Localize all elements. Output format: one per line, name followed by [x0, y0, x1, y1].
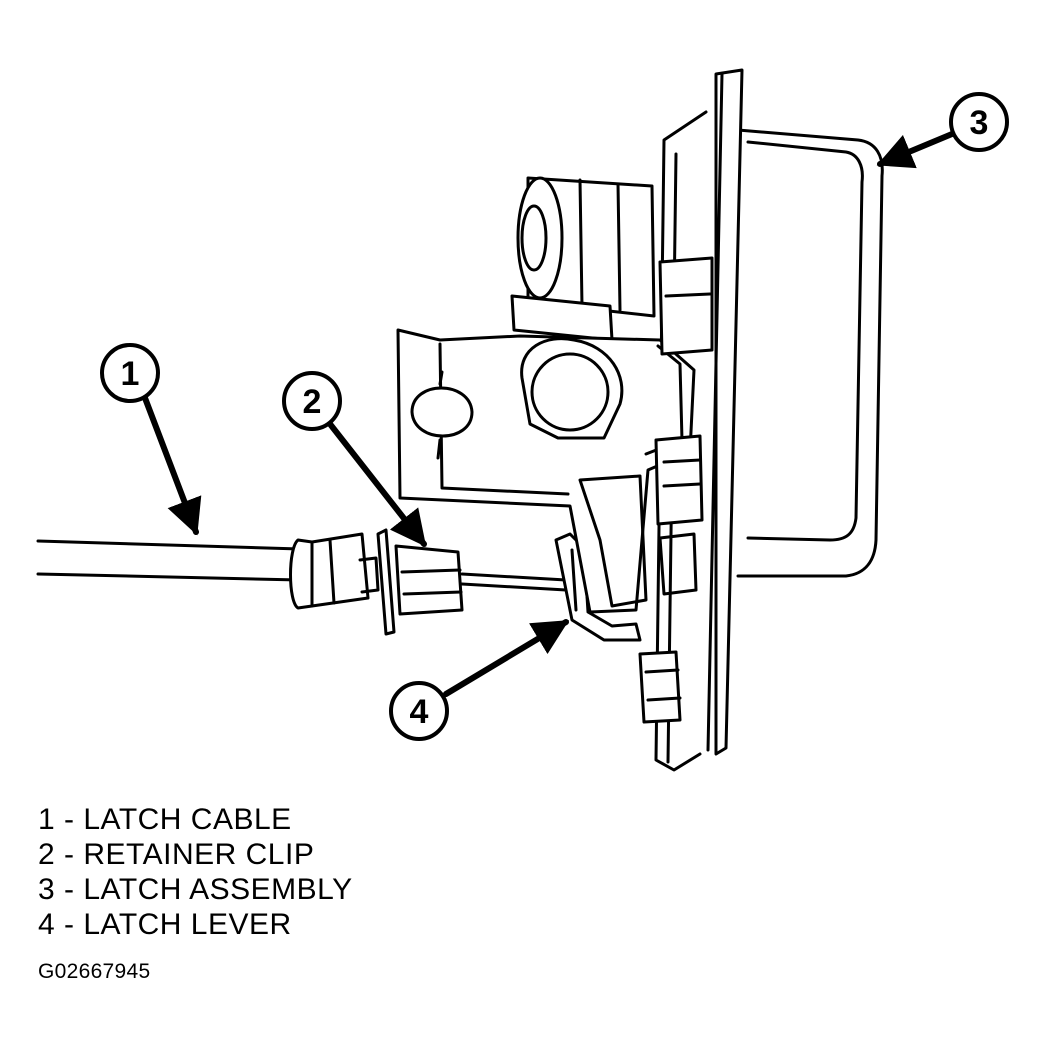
- callout-label-1: 1: [121, 355, 140, 393]
- retainer-clip: [376, 528, 464, 636]
- figure-id: G02667945: [38, 960, 151, 983]
- leader-arrow-2: [327, 421, 427, 547]
- latch-assembly: [396, 68, 884, 772]
- cable-wire: [460, 572, 568, 592]
- legend-item-retainer-clip: 2 - RETAINER CLIP: [38, 838, 315, 871]
- callout-label-4: 4: [410, 693, 429, 731]
- callout-label-2: 2: [303, 383, 322, 421]
- legend-item-latch-lever: 4 - LATCH LEVER: [38, 908, 292, 941]
- legend-item-latch-cable: 1 - LATCH CABLE: [38, 803, 292, 836]
- callout-circle-3: [949, 92, 1009, 152]
- leader-arrow-1: [142, 395, 202, 536]
- callout-label-3: 3: [970, 104, 989, 142]
- legend: 1 - LATCH CABLE 2 - RETAINER CLIP 3 - LA…: [38, 802, 353, 942]
- leader-arrow-4: [443, 619, 570, 697]
- callout-circle-1: [100, 343, 160, 403]
- callout-circle-4: [389, 681, 449, 741]
- leader-arrow-3: [876, 131, 955, 169]
- latch-diagram: 1 2 3 4: [36, 68, 1009, 772]
- callout-circle-2: [282, 371, 342, 431]
- legend-item-latch-assembly: 3 - LATCH ASSEMBLY: [38, 873, 353, 906]
- latch-cable: [36, 532, 380, 610]
